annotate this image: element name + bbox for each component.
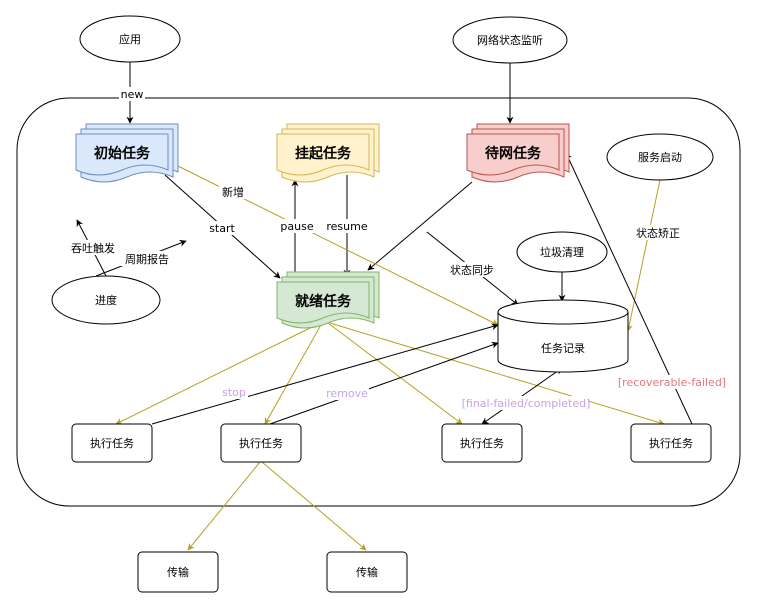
node-ready-task: 就绪任务 xyxy=(276,271,380,329)
svg-text:传输: 传输 xyxy=(167,565,189,579)
svg-text:执行任务: 执行任务 xyxy=(649,436,693,450)
label-remove: remove xyxy=(326,387,368,400)
svg-text:网络状态监听: 网络状态监听 xyxy=(477,33,543,47)
node-progress: 进度 xyxy=(51,275,161,325)
label-state-fix: 状态矫正 xyxy=(636,226,680,240)
node-wait-net-task: 待网任务 xyxy=(466,123,570,183)
edge-exec1-record xyxy=(151,323,499,425)
node-exec-task-3: 执行任务 xyxy=(441,423,523,463)
edge-state-fix xyxy=(625,179,661,332)
label-stop: stop xyxy=(222,386,246,399)
label-new: new xyxy=(121,88,144,101)
svg-text:服务启动: 服务启动 xyxy=(638,151,682,164)
node-exec-task-1: 执行任务 xyxy=(71,423,153,463)
label-final: [final-failed/completed] xyxy=(462,397,591,410)
label-throughput: 吞吐触发 xyxy=(71,241,115,255)
edge-ready-exec2 xyxy=(264,322,323,425)
system-container xyxy=(16,97,741,507)
svg-text:初始任务: 初始任务 xyxy=(94,145,151,162)
node-transfer-1: 传输 xyxy=(137,551,219,593)
svg-text:应用: 应用 xyxy=(119,32,141,46)
label-state-sync: 状态同步 xyxy=(450,263,494,277)
edge-labels: new start pause resume 新增 状态同步 状态矫正 吞吐触发… xyxy=(66,87,726,410)
node-net-monitor: 网络状态监听 xyxy=(452,16,568,64)
node-task-record: 任务记录 xyxy=(497,299,629,373)
svg-text:任务记录: 任务记录 xyxy=(541,342,585,355)
node-init-task: 初始任务 xyxy=(75,123,179,183)
edge-stop xyxy=(115,322,321,425)
label-periodic: 周期报告 xyxy=(125,252,169,266)
svg-text:执行任务: 执行任务 xyxy=(90,436,134,450)
svg-text:执行任务: 执行任务 xyxy=(460,436,504,450)
node-gc: 垃圾清理 xyxy=(516,231,608,273)
svg-text:进度: 进度 xyxy=(95,293,117,307)
node-app: 应用 xyxy=(79,15,181,63)
edge-transfer2 xyxy=(261,461,367,551)
svg-text:就绪任务: 就绪任务 xyxy=(295,293,352,310)
label-resume: resume xyxy=(326,220,367,233)
label-start: start xyxy=(209,222,235,235)
label-pause: pause xyxy=(280,220,313,233)
edge-ready-exec3 xyxy=(327,322,463,425)
edge-remove xyxy=(269,341,499,425)
svg-text:挂起任务: 挂起任务 xyxy=(295,145,352,162)
node-transfer-2: 传输 xyxy=(326,551,408,593)
edge-transfer1 xyxy=(187,461,261,551)
node-exec-task-4: 执行任务 xyxy=(630,423,712,463)
svg-text:传输: 传输 xyxy=(356,565,378,579)
svg-text:待网任务: 待网任务 xyxy=(485,145,542,162)
label-add: 新增 xyxy=(222,185,244,199)
edge-wait-ready xyxy=(367,181,473,271)
svg-text:执行任务: 执行任务 xyxy=(239,436,283,450)
node-exec-task-2: 执行任务 xyxy=(220,423,302,463)
node-service-start: 服务启动 xyxy=(606,133,714,181)
node-suspend-task: 挂起任务 xyxy=(276,123,380,183)
svg-text:垃圾清理: 垃圾清理 xyxy=(540,245,584,259)
label-recoverable: [recoverable-failed] xyxy=(618,376,726,389)
